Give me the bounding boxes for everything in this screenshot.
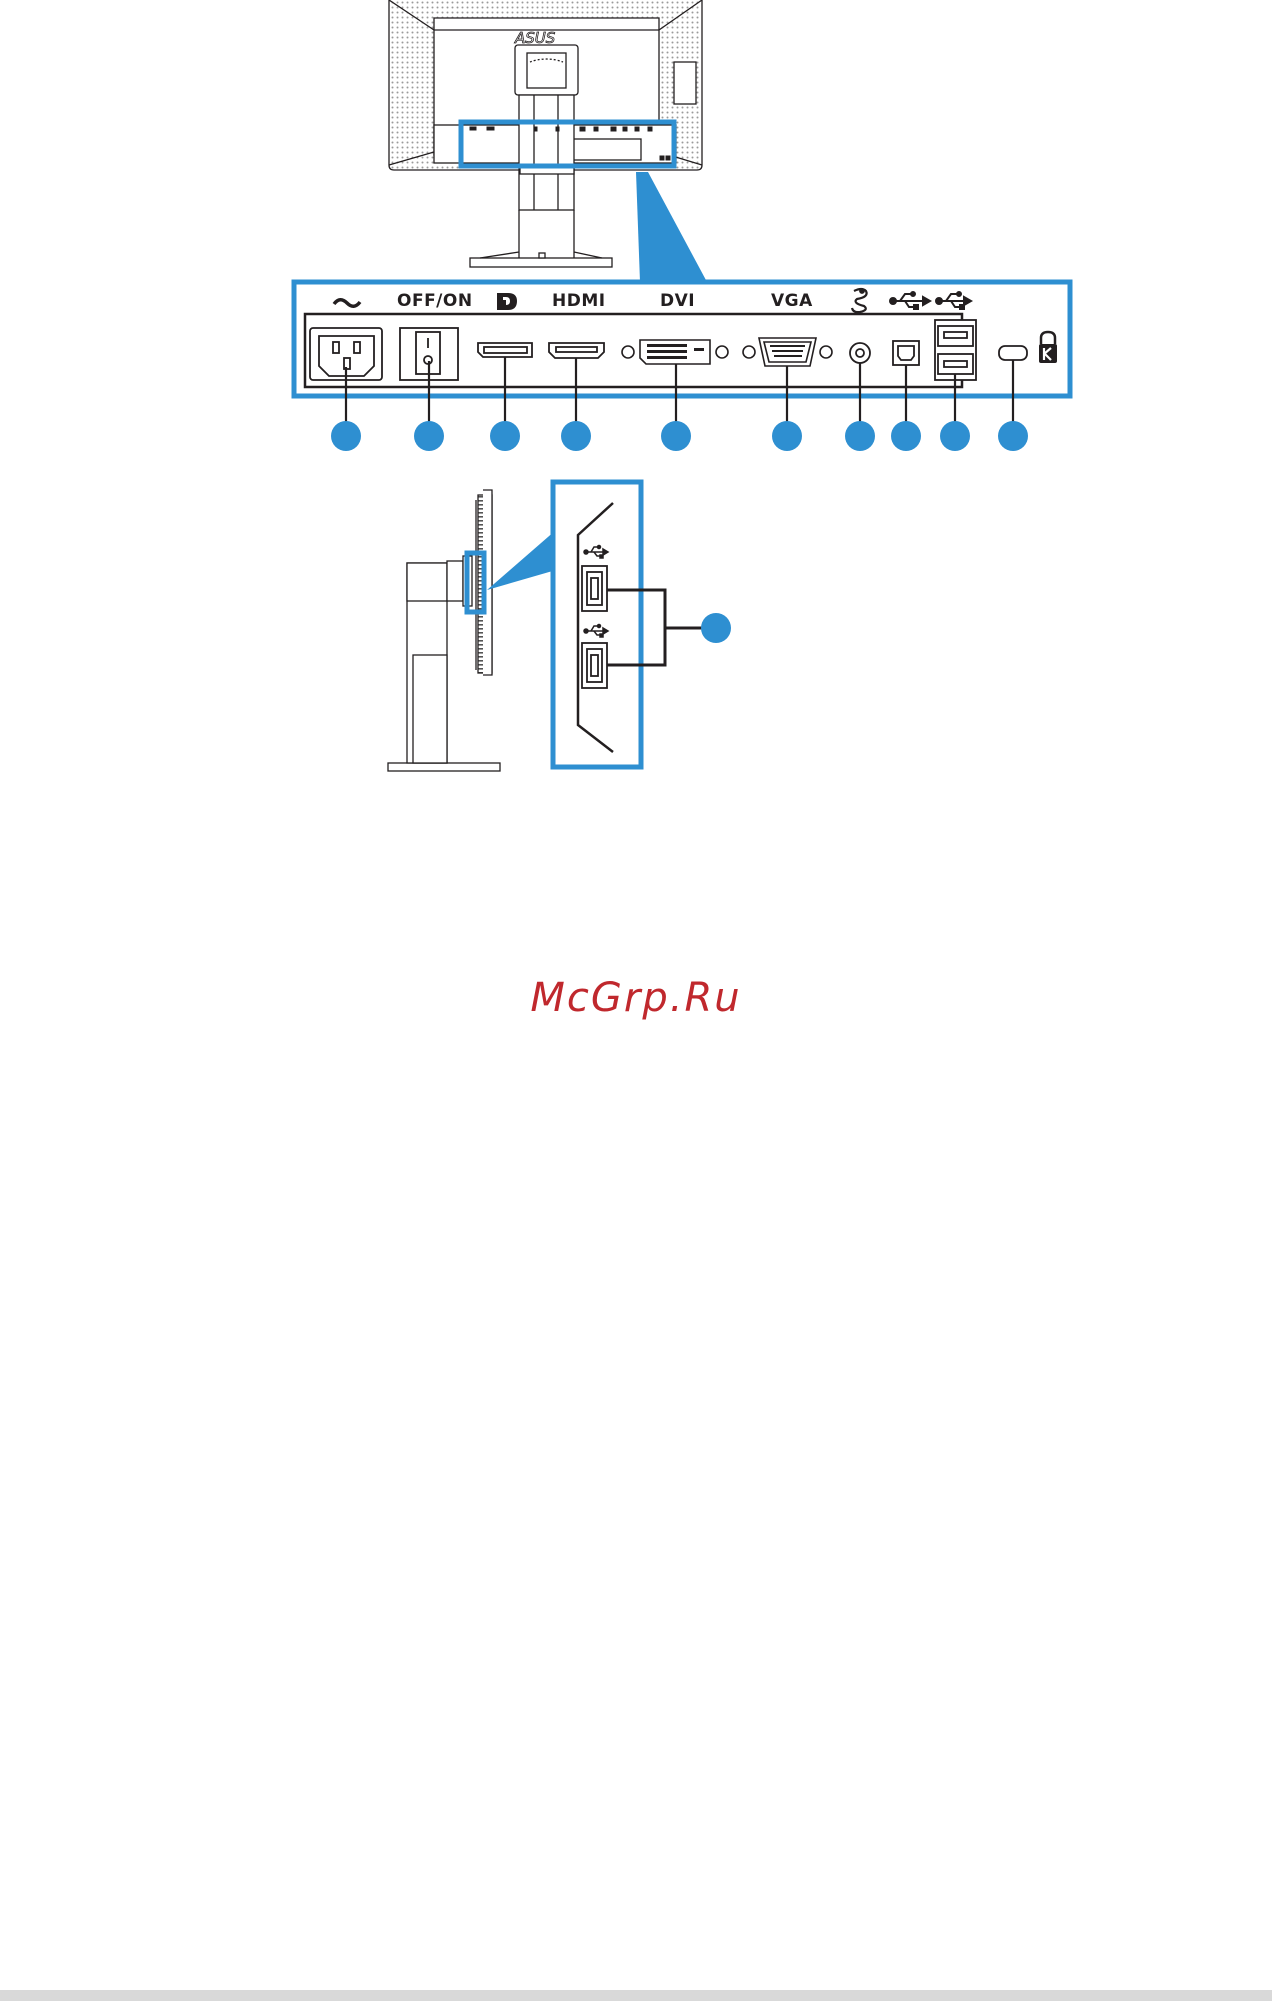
hdmi-label: HDMI: [552, 291, 606, 311]
svg-text:ASUS: ASUS: [514, 29, 556, 47]
displayport-connector: [478, 343, 532, 357]
dvi-label: DVI: [660, 291, 695, 311]
callout-dot: [772, 421, 802, 451]
watermark-text: McGrp.Ru: [0, 975, 1272, 1021]
page-bottom-strip: [0, 1990, 1272, 2001]
callout-dot: [998, 421, 1028, 451]
side-usb-panel-zoom: [553, 482, 641, 767]
callout-dot: [661, 421, 691, 451]
vga-label: VGA: [771, 291, 813, 311]
power-switch-label: OFF/ON: [397, 291, 473, 311]
kensington-slot: [999, 346, 1027, 360]
callout-dot: [845, 421, 875, 451]
callout-dot: [561, 421, 591, 451]
usb-downstream-ports: [935, 320, 976, 380]
usb-upstream-port: [893, 341, 919, 365]
audio-out-jack: [850, 343, 870, 363]
callout-dot: [414, 421, 444, 451]
hdmi-connector: [549, 343, 604, 358]
callout-dot: [891, 421, 921, 451]
callout-dot: [701, 613, 731, 643]
callout-dot: [490, 421, 520, 451]
zoom-callout-wedge: [636, 172, 707, 282]
monitor-side-view: [388, 490, 500, 771]
callout-dot: [331, 421, 361, 451]
callout-dot: [940, 421, 970, 451]
callout-markers: [331, 421, 1028, 451]
side-zoom-wedge: [487, 530, 556, 590]
